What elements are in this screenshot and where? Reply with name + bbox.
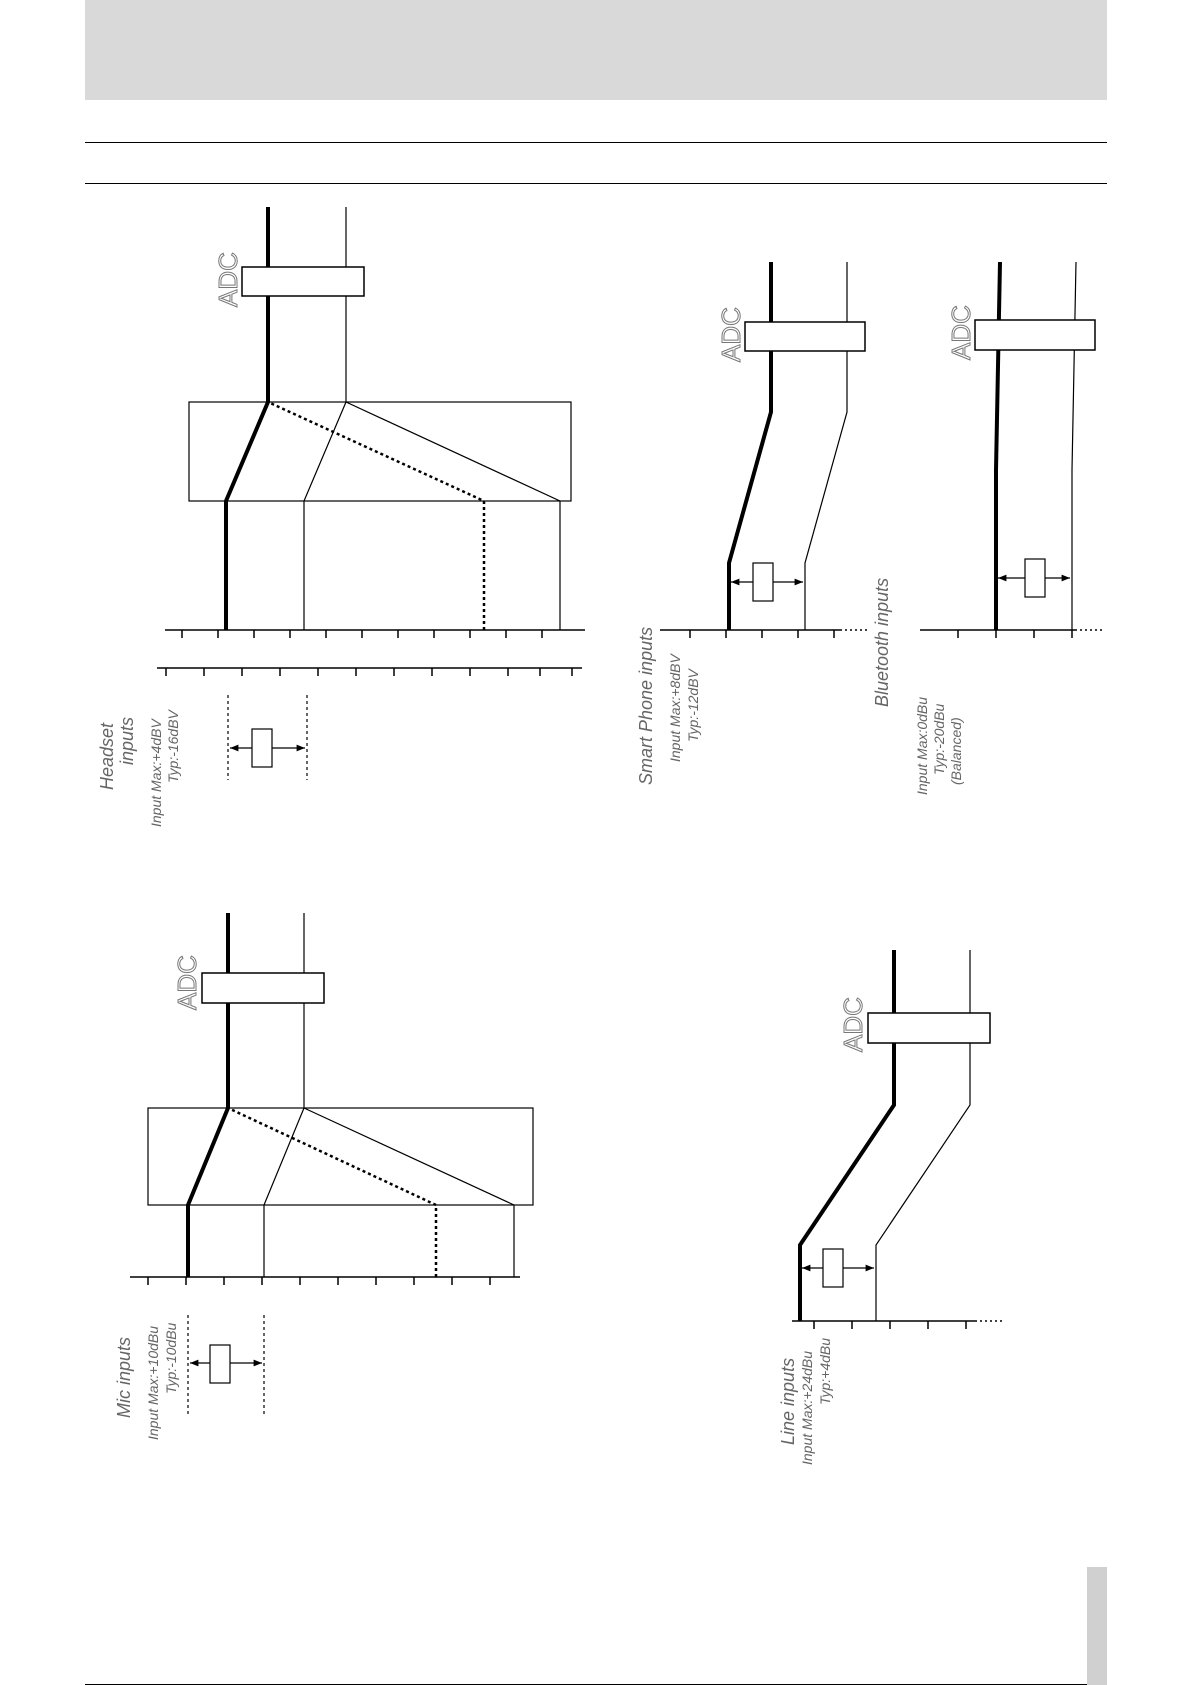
headset-diagram: ADC Headset inputs Input Max:+4dBV Typ:-… <box>97 207 585 827</box>
bluetooth-ruler-ticks <box>958 630 1072 638</box>
mic-spec-line2: Typ:-10dBu <box>163 1322 179 1394</box>
mic-ruler-ticks <box>148 1277 490 1285</box>
headset-range-box <box>252 729 272 767</box>
headset-adc-label: ADC <box>213 252 243 307</box>
line-typ-level-line <box>876 950 970 1321</box>
mic-range-box <box>210 1345 230 1383</box>
mic-gain-dotted-line <box>228 1108 436 1277</box>
smartphone-range-box <box>753 563 773 601</box>
mic-gain-box <box>148 1108 533 1205</box>
headset-gain-dotted-line <box>268 402 484 630</box>
bluetooth-adc-label: ADC <box>946 305 976 360</box>
bluetooth-spec-line1: Input Max:0dBu <box>914 697 930 795</box>
line-spec-line2: Typ:+4dBu <box>817 1338 833 1405</box>
smartphone-title: Smart Phone inputs <box>636 627 656 785</box>
headset-title-line2: inputs <box>117 717 137 765</box>
bluetooth-spec-line2: Typ:-20dBu <box>931 703 947 775</box>
headset-spec-line1: Input Max:+4dBV <box>148 718 164 827</box>
smartphone-adc-label: ADC <box>716 307 746 362</box>
smartphone-adc-box <box>745 322 865 351</box>
line-adc-label: ADC <box>838 997 868 1052</box>
smartphone-typ-level-line <box>805 262 847 630</box>
mic-typ-level-line <box>264 913 304 1277</box>
line-range-box <box>823 1249 843 1287</box>
line-ruler-ticks <box>814 1321 966 1329</box>
mic-gain-line <box>304 1108 514 1277</box>
bluetooth-range-box <box>1025 559 1045 597</box>
line-adc-box <box>868 1013 990 1043</box>
bluetooth-title: Bluetooth inputs <box>872 578 892 707</box>
headset-adc-box <box>242 267 364 296</box>
line-title: Line inputs <box>778 1358 798 1445</box>
headset-ruler-2-ticks <box>166 668 572 676</box>
headset-title-line1: Headset <box>97 722 117 790</box>
bluetooth-max-level-line <box>996 262 1000 630</box>
line-diagram: ADC Line inputs Input Max:+24dBu Typ:+4d… <box>778 950 1005 1465</box>
bluetooth-diagram: ADC Bluetooth inputs Input Max:0dBu Typ:… <box>872 262 1105 795</box>
smartphone-ruler-ticks <box>690 630 834 638</box>
mic-adc-label: ADC <box>172 955 202 1010</box>
smartphone-diagram: ADC Smart Phone inputs Input Max:+8dBV T… <box>636 262 870 785</box>
headset-gain-line <box>346 402 560 630</box>
smartphone-spec-line1: Input Max:+8dBV <box>667 653 683 762</box>
headset-spec-line2: Typ:-16dBV <box>165 708 181 783</box>
mic-title: Mic inputs <box>114 1337 134 1418</box>
line-spec-line1: Input Max:+24dBu <box>799 1351 815 1465</box>
headset-ruler-1-ticks <box>182 630 542 638</box>
smartphone-spec-line2: Typ:-12dBV <box>685 667 701 742</box>
bluetooth-typ-level-line <box>1072 262 1076 630</box>
mic-diagram: ADC Mic inputs Input Max:+10dBu Typ:-10d… <box>114 913 533 1440</box>
bluetooth-spec-line3: (Balanced) <box>948 717 964 785</box>
bluetooth-adc-box <box>975 320 1095 350</box>
mic-adc-box <box>202 973 324 1003</box>
mic-spec-line1: Input Max:+10dBu <box>145 1326 161 1440</box>
